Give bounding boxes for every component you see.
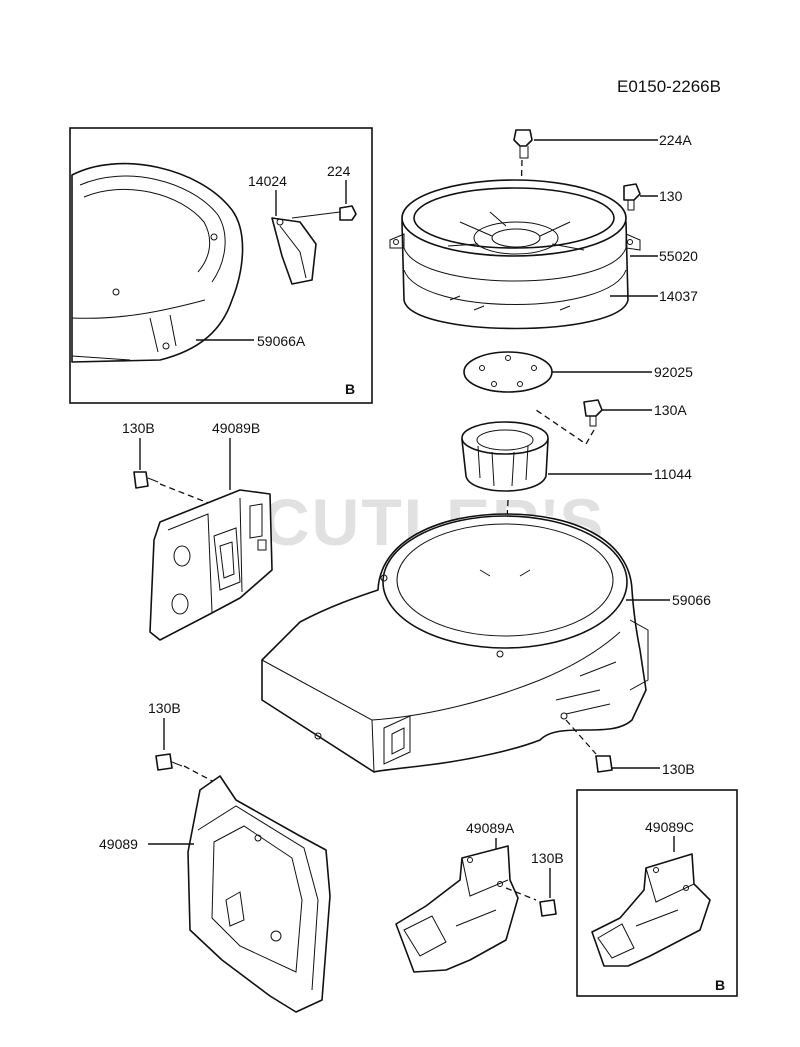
label-224: 224	[327, 163, 351, 179]
label-55020: 55020	[659, 248, 698, 264]
label-59066A: 59066A	[257, 333, 306, 349]
part-130B-bolt-lower	[155, 753, 183, 771]
part-49089A-shield	[395, 845, 519, 973]
part-49089B-plate	[149, 489, 273, 641]
label-49089A: 49089A	[466, 820, 515, 836]
label-130B-left: 130B	[122, 420, 155, 436]
part-11044-hub	[461, 421, 549, 492]
part-49089-cover	[187, 775, 331, 1013]
label-14024: 14024	[248, 173, 287, 189]
label-11044: 11044	[654, 466, 692, 482]
part-92025-plate	[463, 351, 553, 393]
inset-box-top-left: B 14024 224 59066A	[69, 127, 373, 404]
part-49089C-shield	[591, 853, 711, 967]
label-14037: 14037	[659, 288, 698, 304]
fan-shroud-fragment	[71, 162, 244, 363]
inset-mark-b: B	[345, 381, 355, 397]
part-130B-bolt-bottom	[539, 899, 557, 917]
label-130A: 130A	[654, 402, 687, 418]
part-130B-bolt-right	[595, 755, 613, 773]
part-130-bolt-top	[623, 183, 641, 211]
diagram-code: E0150-2266B	[617, 77, 721, 96]
label-49089B: 49089B	[212, 420, 260, 436]
label-59066: 59066	[672, 592, 711, 608]
label-130B-bottom: 130B	[531, 850, 564, 866]
part-224A-bolt	[513, 129, 533, 159]
label-92025: 92025	[654, 364, 693, 380]
inset-mark-b-2: B	[715, 977, 725, 993]
inset-box-bottom-right: B 49089C	[576, 789, 738, 997]
part-14024-bracket	[271, 217, 317, 285]
part-130B-bolt-left	[133, 471, 159, 489]
label-130B-lower: 130B	[148, 700, 181, 716]
label-49089C: 49089C	[645, 819, 694, 835]
part-224-bolt	[291, 205, 357, 221]
label-130-top: 130	[659, 188, 683, 204]
label-130B-right: 130B	[662, 761, 695, 777]
label-224A: 224A	[659, 132, 692, 148]
part-130A-bolt	[583, 399, 603, 427]
label-49089: 49089	[99, 836, 138, 852]
part-59066-fan-shroud	[261, 513, 649, 773]
part-14037-ring	[389, 179, 641, 330]
